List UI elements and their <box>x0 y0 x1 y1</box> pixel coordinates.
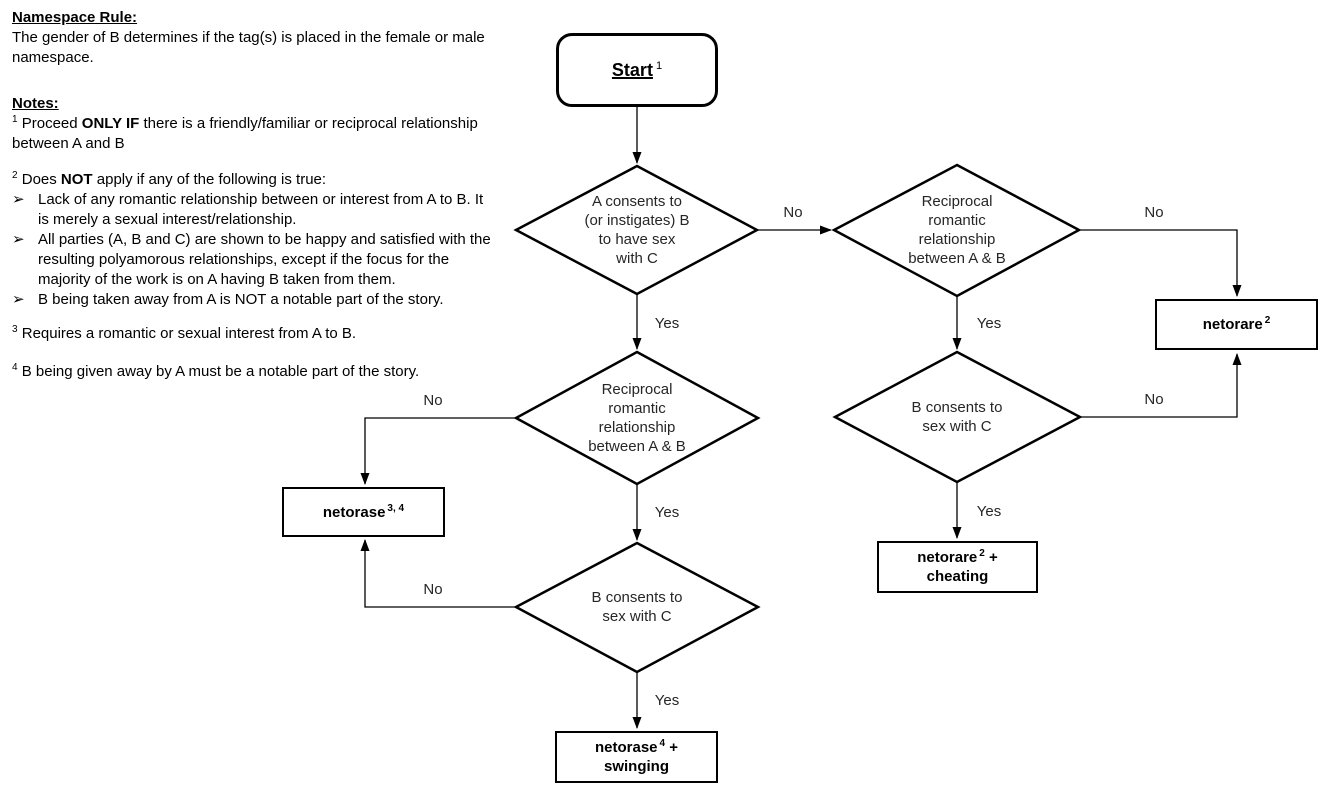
notes-panel: Namespace Rule: The gender of B determin… <box>12 8 496 382</box>
note-3: 3 Requires a romantic or sexual interest… <box>12 324 496 344</box>
decision-b-consents-left-text: B consents to sex with C <box>557 588 717 626</box>
result-label: netorare <box>1202 316 1263 333</box>
result-line: swinging <box>604 758 669 775</box>
edge-label-yes-d3-cheating: Yes <box>976 503 1002 520</box>
edge-label-no-d5-netorase: No <box>423 581 443 598</box>
decision-line: relationship <box>598 419 676 436</box>
bullet-item: ➢ All parties (A, B and C) are shown to … <box>12 230 496 290</box>
decision-line: sex with C <box>922 418 992 435</box>
note-2-sup: 2 <box>12 170 18 181</box>
bullet-text: All parties (A, B and C) are shown to be… <box>38 231 491 288</box>
bullet-text: B being taken away from A is NOT a notab… <box>38 291 444 308</box>
edge-label-yes-d1-d4: Yes <box>654 315 680 332</box>
decision-line: B consents to <box>911 399 1003 416</box>
decision-line: romantic <box>608 400 666 417</box>
result-sup: 3, 4 <box>387 502 405 514</box>
note-4: 4 B being given away by A must be a nota… <box>12 362 496 382</box>
connector-d4-no-to-netorase <box>360 417 516 485</box>
edge-label-no-d3-netorare: No <box>1144 391 1164 408</box>
note-2-bullet-list: ➢ Lack of any romantic relationship betw… <box>12 190 496 310</box>
edge-label-no-d1-d2: No <box>783 204 803 221</box>
result-suffix: + <box>665 739 679 756</box>
note-4-sup: 4 <box>12 362 18 373</box>
bullet-text: Lack of any romantic relationship betwee… <box>38 191 484 228</box>
diamond-reciprocal-left <box>513 350 761 486</box>
start-label: Start <box>611 59 653 80</box>
decision-line: Reciprocal <box>921 193 993 210</box>
connector-d5-no-to-netorase <box>360 539 516 608</box>
note-1: 1 Proceed ONLY IF there is a friendly/fa… <box>12 114 496 154</box>
decision-line: with C <box>616 250 658 267</box>
note-4-text: B being given away by A must be a notabl… <box>17 363 420 380</box>
notes-title: Notes: <box>12 95 59 112</box>
arrow-bullet-icon: ➢ <box>12 291 25 308</box>
edge-label-no-d2-netorare: No <box>1144 204 1164 221</box>
decision-line: Reciprocal <box>601 381 673 398</box>
bullet-item: ➢ B being taken away from A is NOT a not… <box>12 290 496 310</box>
arrow-bullet-icon: ➢ <box>12 191 25 208</box>
edge-label-yes-d2-d3: Yes <box>976 315 1002 332</box>
decision-b-consents-right-text: B consents to sex with C <box>877 398 1037 436</box>
decision-line: between A & B <box>588 438 686 455</box>
decision-line: A consents to <box>591 193 683 210</box>
result-line: cheating <box>926 568 989 585</box>
decision-a-consents-text: A consents to (or instigates) B to have … <box>557 192 717 268</box>
namespace-rule-body: The gender of B determines if the tag(s)… <box>12 29 485 66</box>
edge-label-yes-d5-swinging: Yes <box>654 692 680 709</box>
note-2-bold: NOT <box>60 171 93 188</box>
note-3-text: Requires a romantic or sexual interest f… <box>17 325 357 342</box>
start-sup: 1 <box>655 59 663 72</box>
result-sup: 2 <box>1264 315 1271 326</box>
connector-d2-no-to-netorare <box>1079 229 1242 297</box>
note-1-pre: Proceed <box>17 115 82 132</box>
diamond-a-consents <box>513 164 760 296</box>
result-label: netorase <box>322 503 386 521</box>
namespace-rule-title: Namespace Rule: <box>12 9 138 26</box>
result-sup: 2 <box>979 548 985 559</box>
result-suffix: + <box>984 549 998 566</box>
decision-line: between A & B <box>908 250 1006 267</box>
decision-line: B consents to <box>591 589 683 606</box>
diamond-b-consents-right <box>832 350 1083 484</box>
connector-d3-no-to-netorare <box>1079 353 1242 418</box>
result-sup: 4 <box>659 738 666 749</box>
decision-reciprocal-right-text: Reciprocal romantic relationship between… <box>877 192 1037 268</box>
decision-line: relationship <box>918 231 996 248</box>
note-2-post: apply if any of the following is true: <box>92 171 327 188</box>
result-label: netorase <box>594 739 658 756</box>
result-label: netorare <box>917 549 978 566</box>
edge-label-yes-d4-d5: Yes <box>654 504 680 521</box>
note-3-sup: 3 <box>12 324 18 335</box>
note-1-bold: ONLY IF <box>81 115 140 132</box>
note-2-pre: Does <box>17 171 61 188</box>
arrow-bullet-icon: ➢ <box>12 231 25 248</box>
bullet-item: ➢ Lack of any romantic relationship betw… <box>12 190 496 230</box>
note-2: 2 Does NOT apply if any of the following… <box>12 170 496 190</box>
decision-line: romantic <box>928 212 986 229</box>
decision-line: sex with C <box>602 608 672 625</box>
diamond-b-consents-left <box>513 541 761 674</box>
diamond-reciprocal-right <box>831 163 1082 298</box>
decision-line: to have sex <box>598 231 676 248</box>
edge-label-no-d4-netorase: No <box>423 392 443 409</box>
decision-line: (or instigates) B <box>584 212 690 229</box>
note-1-sup: 1 <box>12 114 18 125</box>
note-1-post: there is a friendly/familiar or reciproc… <box>12 115 478 152</box>
decision-reciprocal-left-text: Reciprocal romantic relationship between… <box>557 380 717 456</box>
